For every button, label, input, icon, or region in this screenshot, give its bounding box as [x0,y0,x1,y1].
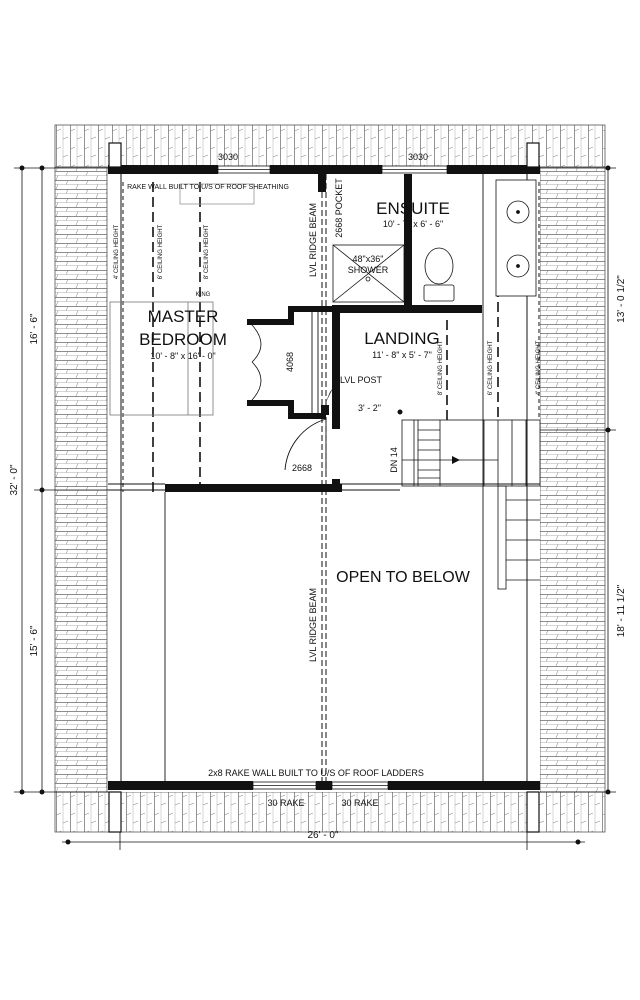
king-label: KING [196,292,211,298]
ceiling-height-lines-4ft [122,182,540,492]
roof-top-band [54,124,606,168]
ceiling-6-left-label: 6' CEILING HEIGHT [158,224,164,279]
left-overall-dimension: 32' - 0" [9,464,20,495]
ceiling-8-left-label: 8' CEILING HEIGHT [204,224,210,279]
exterior-walls [108,165,540,790]
window-bottom-right: 30 RAKE [341,798,378,808]
ceiling-6-right-label: 6' CEILING HEIGHT [488,340,494,395]
bottom-overall-dimension: 26' - 0" [307,830,338,841]
dresser [179,183,255,205]
roof-right-band [539,166,606,793]
stair-label: DN 14 [389,447,399,473]
partition-lines [108,174,540,781]
roof-shingles [54,124,606,833]
right-upper-dimension: 13' - 0 1/2" [616,275,627,323]
king-bed [109,301,214,416]
bedroom-door-label: 2668 [292,463,312,473]
ceiling-4-left-label: 4' CEILING HEIGHT [114,224,120,279]
ceiling-8-right-label: 8' CEILING HEIGHT [438,340,444,395]
ridge-beam-lower-label: LVL RIDGE BEAM [308,588,318,662]
master-bedroom-name-line1: MASTER [148,307,219,326]
left-lower-dimension: 15' - 6" [29,625,40,656]
post-offset-dimension: 3' - 2" [358,403,381,413]
window-bottom-left: 30 RAKE [267,798,304,808]
stairs [401,419,541,590]
dimension-dots [19,165,611,845]
left-upper-dimension: 16' - 6" [29,313,40,344]
pocket-door-label: 2668 POCKET [334,178,344,238]
ridge-beam-upper-label: LVL RIDGE BEAM [308,203,318,277]
master-bedroom-size: 10' - 8" x 16' - 0" [150,351,215,361]
ensuite-name: ENSUITE [376,199,450,218]
ceiling-4-right-label: 4' CEILING HEIGHT [536,340,542,395]
lvl-post-arrow [325,388,333,404]
dimension-lines [14,167,616,850]
ridge-beam [321,174,327,781]
windows [217,165,448,790]
window-top-right: 3030 [408,152,428,162]
lvl-post [321,405,329,415]
right-lower-dimension: 18' - 11 1/2" [616,584,627,637]
shower [332,244,405,303]
shower-label: SHOWER [348,265,389,275]
toilet [423,247,455,302]
roof-bottom-band [54,791,606,833]
master-bedroom-name-line2: BEDROOM [139,330,227,349]
closet-door-label: 4068 [285,352,295,372]
lvl-post-label: LVL POST [340,375,383,385]
rake-wall-top-note: RAKE WALL BUILT TO U/S OF ROOF SHEATHING [127,184,289,191]
vanity [495,179,537,297]
roof-left-band [54,166,108,793]
landing-name: LANDING [364,329,440,348]
ensuite-size: 10' - 7" x 6' - 6" [383,219,443,229]
closet-doors [251,324,262,401]
bedroom-door [284,418,327,477]
window-top-left: 3030 [218,152,238,162]
floor-area [108,167,540,792]
open-to-below: OPEN TO BELOW [336,569,471,586]
shower-size: 48"x36" [353,254,384,264]
rake-wall-bottom-note: 2x8 RAKE WALL BUILT TO U/S OF ROOF LADDE… [208,768,424,778]
stair-direction-arrow [452,456,460,464]
landing-size: 11' - 8" x 5' - 7" [372,350,432,360]
